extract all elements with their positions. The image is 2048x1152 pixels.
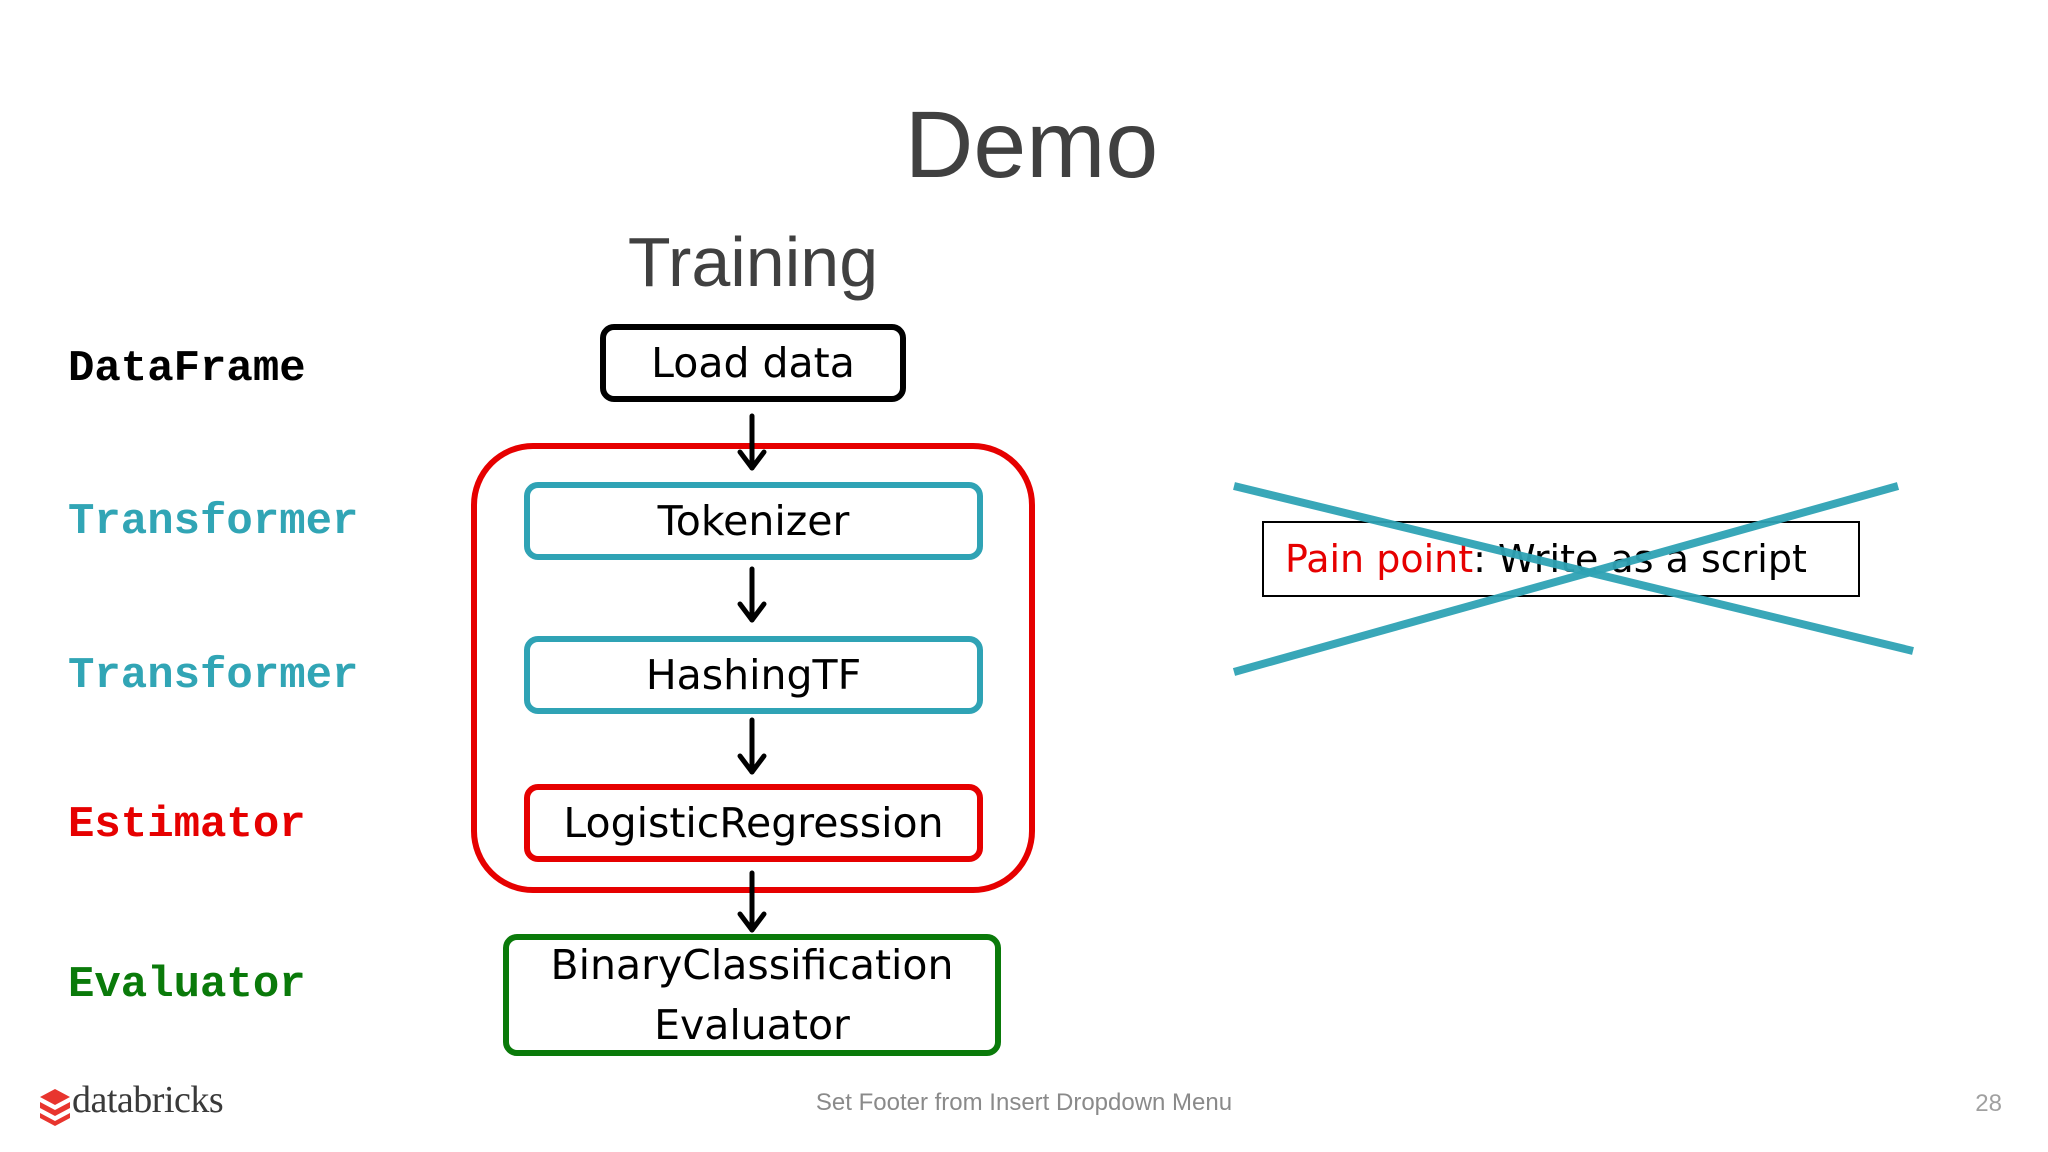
diagram-subtitle: Training (627, 223, 879, 301)
stage-label: Load data (651, 339, 855, 387)
role-label-estimator: Estimator (68, 800, 306, 850)
stage-box-hashingtf: HashingTF (524, 636, 983, 714)
stage-box-logistic-regression: LogisticRegression (524, 784, 983, 862)
role-label-dataframe: DataFrame (68, 344, 306, 394)
stage-box-tokenizer: Tokenizer (524, 482, 983, 560)
slide-title: Demo (904, 92, 1159, 198)
page-number: 28 (1975, 1090, 2002, 1117)
stage-label: HashingTF (645, 651, 862, 699)
databricks-logo (38, 1083, 278, 1127)
footer-text: Set Footer from Insert Dropdown Menu (815, 1089, 1233, 1116)
stage-label-line-1: BinaryClassification (550, 941, 954, 989)
stage-label: Tokenizer (657, 497, 850, 545)
databricks-mark-icon (40, 1089, 70, 1126)
stage-label: LogisticRegression (563, 799, 944, 847)
pain-point-prefix: Pain point (1285, 537, 1474, 581)
role-label-transformer-1: Transformer (68, 497, 359, 547)
arrow-logreg-to-evaluator (737, 870, 767, 933)
databricks-logo-text: databricks (72, 1079, 224, 1121)
role-label-evaluator: Evaluator (68, 960, 306, 1010)
role-label-transformer-2: Transformer (68, 651, 359, 701)
stage-box-load-data: Load data (600, 324, 906, 402)
arrow-hashingtf-to-logreg (737, 717, 767, 775)
arrow-load-to-tokenizer (737, 413, 767, 471)
stage-box-evaluator: BinaryClassification Evaluator (503, 934, 1001, 1056)
stage-label-line-2: Evaluator (654, 1001, 850, 1049)
arrow-tokenizer-to-hashingtf (737, 566, 767, 623)
